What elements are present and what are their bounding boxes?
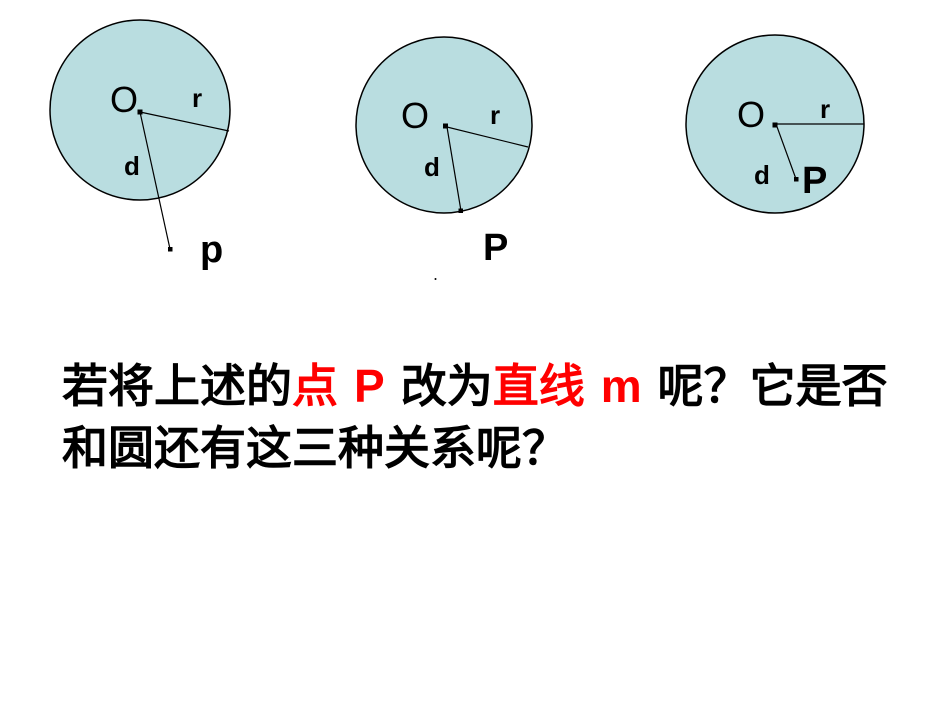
point-dot-2 <box>458 208 463 213</box>
center-label-3: O <box>737 94 765 135</box>
figure-point-inside: O r d P <box>685 34 865 214</box>
highlight-line: 直线 <box>492 359 585 413</box>
radius-label-3: r <box>820 94 830 124</box>
radius-line-1 <box>139 111 230 132</box>
figure-point-outside: O r d p <box>49 19 231 271</box>
figure-point-on-circle: O r d P <box>355 36 533 280</box>
question-part-4: 呢？它是否和圆还有这三种关系呢？ <box>62 359 888 475</box>
center-dot-1 <box>137 109 143 115</box>
radius-label-2: r <box>490 100 500 130</box>
distance-label-2: d <box>424 152 440 182</box>
point-label-1: p <box>200 229 223 271</box>
question-text: 若将上述的点 P 改为直线 m 呢？它是否和圆还有这三种关系呢？ <box>62 355 922 479</box>
point-label-3: P <box>802 160 827 202</box>
center-label-2: O <box>401 95 429 136</box>
radius-line-2 <box>446 126 529 148</box>
center-dot-2 <box>443 123 448 129</box>
point-dot-1 <box>168 247 173 252</box>
highlight-point-letter: P <box>354 360 385 412</box>
distance-line-2 <box>446 126 462 212</box>
radius-label-1: r <box>192 83 202 113</box>
center-label-1: O <box>110 79 138 120</box>
question-part-1: 若将上述的 <box>62 359 292 413</box>
point-label-2: P <box>483 227 508 269</box>
point-dot-3 <box>794 177 799 182</box>
question-part-2: 改为 <box>400 359 493 413</box>
stray-dot <box>434 278 437 280</box>
distance-line-3 <box>775 123 797 180</box>
distance-line-1 <box>139 111 171 250</box>
highlight-line-letter: m <box>600 360 642 412</box>
center-dot-3 <box>772 122 778 128</box>
distance-label-3: d <box>754 160 770 190</box>
highlight-point: 点 <box>292 359 338 413</box>
distance-label-1: d <box>124 151 140 181</box>
